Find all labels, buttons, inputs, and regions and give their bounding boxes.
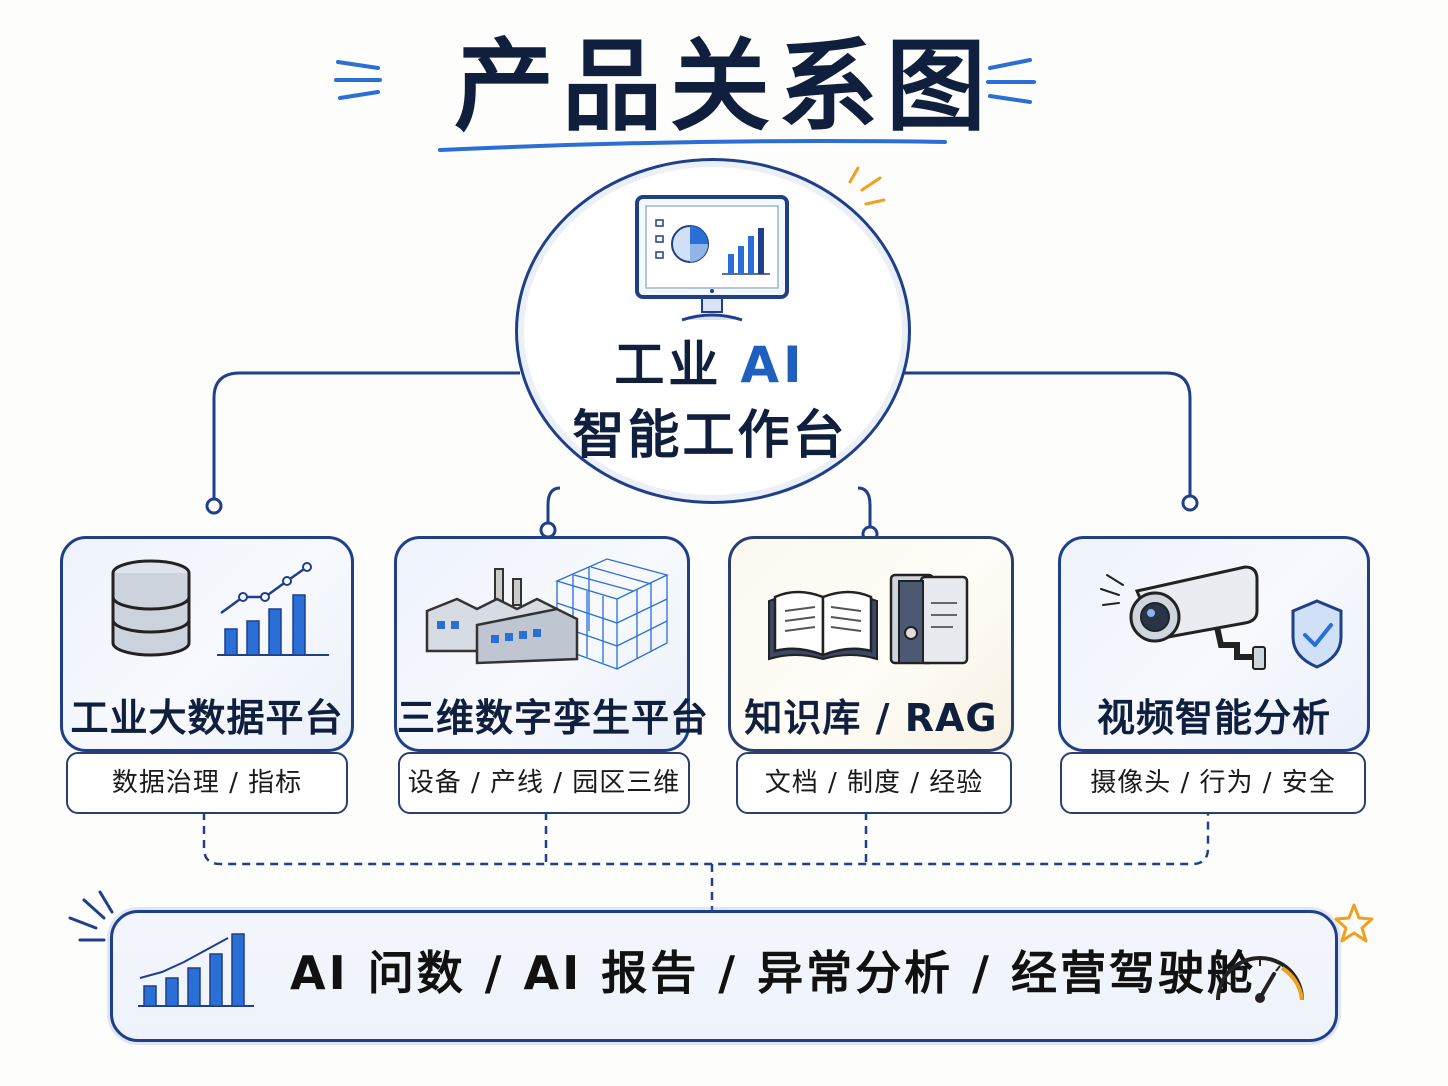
product-card-video-analytics[interactable]: 视频智能分析 <box>1058 536 1370 752</box>
accent-strokes-bottom <box>68 890 114 942</box>
monitor-dashboard-icon <box>635 195 789 322</box>
center-title-prefix: 工业 <box>614 336 723 394</box>
bar-chart-icon <box>138 933 254 1007</box>
product-tag-big-data: 数据治理 / 指标 <box>66 752 348 814</box>
security-camera-icon <box>1100 565 1343 670</box>
bottom-capabilities-bar[interactable] <box>110 910 1338 1042</box>
title-accent-right <box>986 58 1036 104</box>
page-title: 产品关系图 <box>454 28 994 145</box>
dashed-connectors <box>202 812 1210 910</box>
center-title-ai: AI <box>740 336 806 394</box>
product-card-knowledge-rag[interactable]: 知识库 / RAG <box>728 536 1014 752</box>
connector-inner-right <box>857 486 872 528</box>
product-card-title: 视频智能分析 <box>1096 696 1331 740</box>
gauge-icon <box>1216 956 1304 1003</box>
product-card-big-data[interactable]: 工业大数据平台 <box>60 536 354 752</box>
center-title-line1: 工业 AI <box>515 325 905 397</box>
sparkle-icon <box>848 166 886 206</box>
product-tag-knowledge-rag: 文档 / 制度 / 经验 <box>736 752 1012 814</box>
database-chart-icon <box>111 559 329 657</box>
center-node-circle[interactable] <box>515 158 911 504</box>
connector-left <box>212 371 520 500</box>
connector-right <box>902 371 1192 498</box>
title-underline <box>438 139 947 152</box>
center-title-line2: 智能工作台 <box>572 406 848 466</box>
bottom-capabilities-text: AI 问数 / AI 报告 / 异常分析 / 经营驾驶舱 <box>290 946 1256 1000</box>
product-card-title: 三维数字孪生平台 <box>397 696 710 740</box>
star-icon <box>1334 903 1374 943</box>
product-card-title: 工业大数据平台 <box>70 696 344 740</box>
title-accent-left <box>334 60 382 100</box>
connector-inner-left <box>546 486 561 524</box>
product-card-digital-twin[interactable]: 三维数字孪生平台 <box>394 536 710 752</box>
books-icon <box>768 573 969 665</box>
factory-3d-grid-icon <box>425 558 669 670</box>
product-tag-digital-twin: 设备 / 产线 / 园区三维 <box>398 752 690 814</box>
product-card-title: 知识库 / RAG <box>744 696 998 740</box>
product-tag-video-analytics: 摄像头 / 行为 / 安全 <box>1060 752 1366 814</box>
